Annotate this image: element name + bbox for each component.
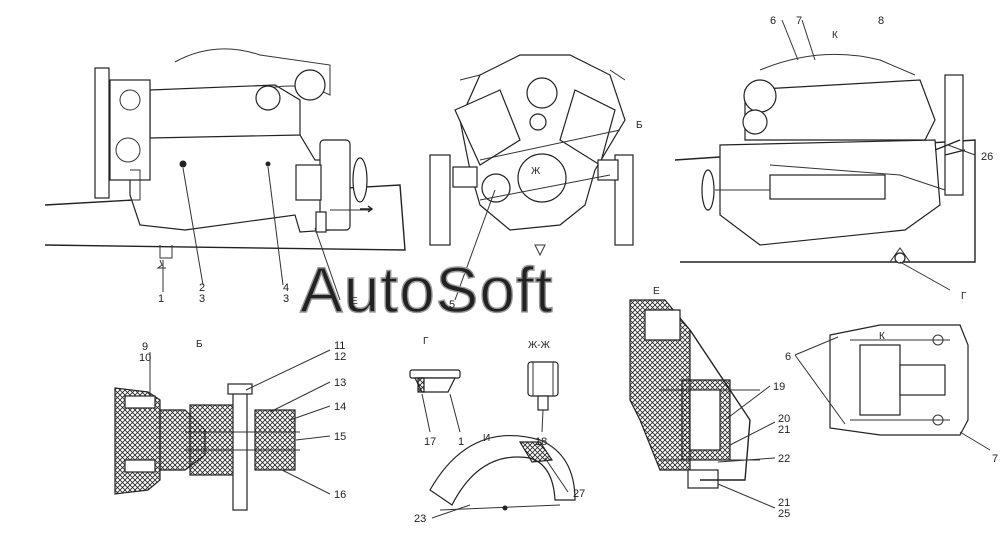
callout-21b: 21 <box>778 497 790 509</box>
callout-10: 10 <box>139 352 151 364</box>
callout-3b: 3 <box>283 293 289 305</box>
callout-14: 14 <box>334 401 346 413</box>
callout-27: 27 <box>573 488 585 500</box>
detail-zh-zh <box>527 361 559 411</box>
callout-20: 20 <box>778 413 790 425</box>
callout-26: 26 <box>981 151 993 163</box>
callout-22: 22 <box>778 453 790 465</box>
callout-4: 4 <box>283 282 289 294</box>
section-label-zhzh: Ж-Ж <box>528 340 551 351</box>
watermark-text: AutoSoft <box>300 254 554 326</box>
callout-7-k: 7 <box>992 453 998 465</box>
section-label-i: И <box>483 433 490 444</box>
callout-9: 9 <box>142 341 148 353</box>
callout-21a: 21 <box>778 424 790 436</box>
callout-8: 8 <box>878 15 884 27</box>
callout-25: 25 <box>778 508 790 520</box>
engine-right-side-view <box>674 53 976 264</box>
leader-lines <box>149 19 991 519</box>
callout-23: 23 <box>414 513 426 525</box>
engine-left-side-view <box>44 48 406 269</box>
detail-i-arc <box>429 435 576 511</box>
callout-12: 12 <box>334 351 346 363</box>
callout-19: 19 <box>773 381 785 393</box>
callout-7-top: 7 <box>796 15 802 27</box>
detail-e-section <box>629 299 760 489</box>
arrow-label-zh: Ж <box>531 166 541 177</box>
arrow-label-e: Е <box>351 296 358 307</box>
section-label-k-view: К <box>879 331 885 342</box>
callout-6-k: 6 <box>785 351 791 363</box>
callout-1-g: 1 <box>458 436 464 448</box>
callout-16: 16 <box>334 489 346 501</box>
arrow-label-k: К <box>832 30 838 41</box>
callout-15: 15 <box>334 431 346 443</box>
callout-17: 17 <box>424 436 436 448</box>
callout-18: 18 <box>535 436 547 448</box>
callout-6-top: 6 <box>770 15 776 27</box>
callout-1: 1 <box>158 293 164 305</box>
callout-13: 13 <box>334 377 346 389</box>
section-label-g: Г <box>423 336 429 347</box>
callout-11: 11 <box>334 340 345 352</box>
callout-5: 5 <box>449 299 455 311</box>
callout-2: 2 <box>199 282 205 294</box>
arrow-label-b: Б <box>636 120 643 131</box>
section-label-e-view: Е <box>653 286 660 297</box>
detail-g-plug <box>409 369 461 393</box>
callout-3a: 3 <box>199 293 205 305</box>
detail-b-mount <box>114 383 300 511</box>
engine-front-view <box>429 54 634 257</box>
section-label-b: Б <box>196 339 203 350</box>
detail-k-view <box>829 324 969 436</box>
arrow-label-g: Г <box>961 291 967 302</box>
